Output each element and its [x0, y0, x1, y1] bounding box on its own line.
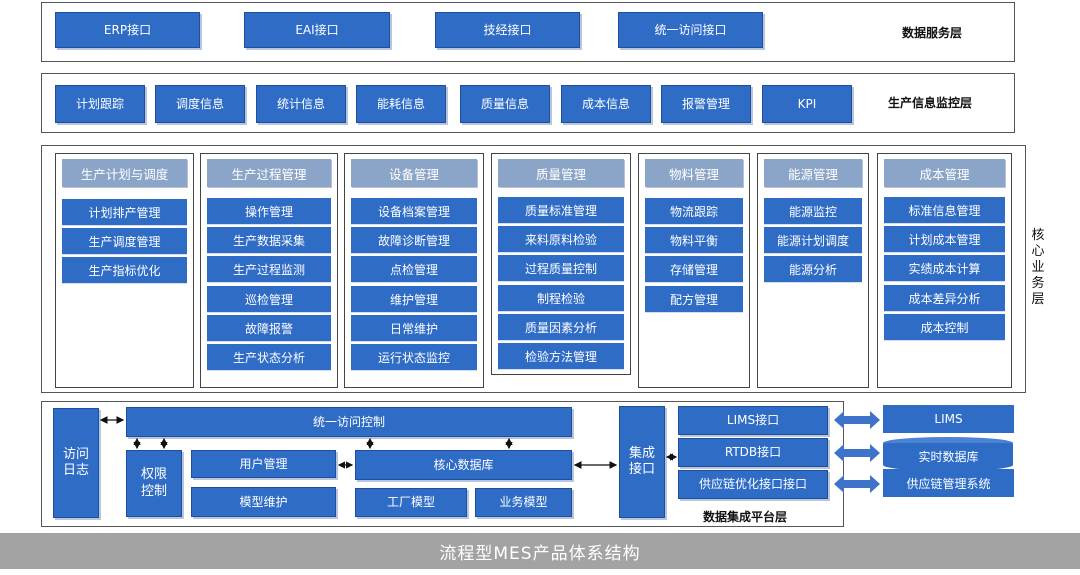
column-item: 检验方法管理: [498, 343, 624, 370]
monitor-item-plan-tracking: 计划跟踪: [55, 85, 145, 123]
column-item: 制程检验: [498, 285, 624, 312]
column-item: 计划成本管理: [884, 226, 1005, 253]
core-column-process-mgmt: 生产过程管理 操作管理 生产数据采集 生产过程监测 巡检管理 故障报警 生产状态…: [200, 153, 338, 388]
access-log-box: 访问日志: [53, 408, 99, 518]
column-item: 故障报警: [207, 315, 331, 342]
core-column-equipment-mgmt: 设备管理 设备档案管理 故障诊断管理 点检管理 维护管理 日常维护 运行状态监控: [344, 153, 484, 388]
column-item: 生产指标优化: [62, 257, 187, 284]
integration-interface-box: 集成接口: [619, 406, 665, 518]
business-model-box: 业务模型: [475, 488, 572, 517]
unified-access-interface-box: 统一访问接口: [618, 12, 763, 48]
erp-interface-box: ERP接口: [55, 12, 200, 48]
user-mgmt-box: 用户管理: [191, 450, 336, 478]
column-item: 来料原料检验: [498, 226, 624, 253]
factory-model-box: 工厂模型: [355, 488, 467, 517]
monitor-item-dispatch-info: 调度信息: [155, 85, 245, 123]
column-item: 维护管理: [351, 286, 477, 313]
supply-chain-interface-box: 供应链优化接口接口: [678, 470, 828, 499]
column-item: 故障诊断管理: [351, 227, 477, 254]
column-item: 标准信息管理: [884, 197, 1005, 224]
monitor-layer-label: 生产信息监控层: [888, 96, 973, 110]
column-item: 设备档案管理: [351, 198, 477, 225]
monitor-item-cost-info: 成本信息: [561, 85, 651, 123]
column-item: 物流跟踪: [645, 198, 743, 225]
column-item: 生产数据采集: [207, 227, 331, 254]
column-item: 能源分析: [764, 256, 862, 283]
diagram-title-footer: 流程型MES产品体系结构: [0, 533, 1080, 569]
column-item: 计划排产管理: [62, 199, 187, 226]
column-item: 成本控制: [884, 314, 1005, 341]
column-header: 成本管理: [884, 159, 1005, 187]
column-item: 能源监控: [764, 198, 862, 225]
column-item: 操作管理: [207, 198, 331, 225]
column-item: 物料平衡: [645, 227, 743, 254]
model-maintenance-box: 模型维护: [191, 487, 336, 517]
monitor-item-energy-info: 能耗信息: [356, 85, 446, 123]
column-item: 生产状态分析: [207, 344, 331, 371]
column-item: 成本差异分析: [884, 285, 1005, 312]
lims-interface-box: LIMS接口: [678, 406, 828, 435]
column-item: 生产过程监测: [207, 256, 331, 283]
supply-chain-system-box: 供应链管理系统: [883, 469, 1014, 497]
column-item: 质量标准管理: [498, 197, 624, 224]
column-item: 过程质量控制: [498, 255, 624, 282]
column-item: 运行状态监控: [351, 344, 477, 371]
core-column-quality-mgmt: 质量管理 质量标准管理 来料原料检验 过程质量控制 制程检验 质量因素分析 检验…: [491, 153, 631, 375]
column-header: 质量管理: [498, 159, 624, 187]
permission-control-box: 权限控制: [126, 450, 182, 517]
column-header: 生产计划与调度: [62, 159, 187, 187]
core-column-plan-schedule: 生产计划与调度 计划排产管理 生产调度管理 生产指标优化: [55, 153, 194, 388]
tech-econ-interface-box: 技经接口: [435, 12, 580, 48]
column-item: 实绩成本计算: [884, 255, 1005, 282]
column-item: 日常维护: [351, 315, 477, 342]
monitor-item-kpi: KPI: [762, 85, 852, 123]
monitor-item-statistics-info: 统计信息: [256, 85, 346, 123]
column-item: 生产调度管理: [62, 228, 187, 255]
data-service-layer-label: 数据服务层: [902, 26, 963, 40]
eai-interface-box: EAI接口: [244, 12, 390, 48]
core-column-cost-mgmt: 成本管理 标准信息管理 计划成本管理 实绩成本计算 成本差异分析 成本控制: [877, 153, 1012, 388]
integration-layer-label: 数据集成平台层: [703, 510, 788, 524]
core-column-energy-mgmt: 能源管理 能源监控 能源计划调度 能源分析: [757, 153, 869, 388]
column-header: 物料管理: [645, 159, 743, 187]
column-item: 存储管理: [645, 256, 743, 283]
column-header: 设备管理: [351, 159, 477, 187]
column-header: 能源管理: [764, 159, 862, 187]
monitor-item-quality-info: 质量信息: [460, 85, 550, 123]
column-item: 配方管理: [645, 286, 743, 313]
core-database-box: 核心数据库: [355, 450, 572, 480]
core-business-layer-label: 核心业务层: [1031, 228, 1045, 307]
unified-access-control-box: 统一访问控制: [126, 407, 572, 437]
monitor-item-alarm-mgmt: 报警管理: [661, 85, 751, 123]
realtime-database-box: 实时数据库: [918, 449, 979, 464]
column-item: 点检管理: [351, 256, 477, 283]
column-header: 生产过程管理: [207, 159, 331, 187]
column-item: 能源计划调度: [764, 227, 862, 254]
rtdb-interface-box: RTDB接口: [678, 438, 828, 467]
lims-system-box: LIMS: [883, 405, 1014, 433]
column-item: 质量因素分析: [498, 314, 624, 341]
column-item: 巡检管理: [207, 286, 331, 313]
core-column-material-mgmt: 物料管理 物流跟踪 物料平衡 存储管理 配方管理: [638, 153, 750, 388]
